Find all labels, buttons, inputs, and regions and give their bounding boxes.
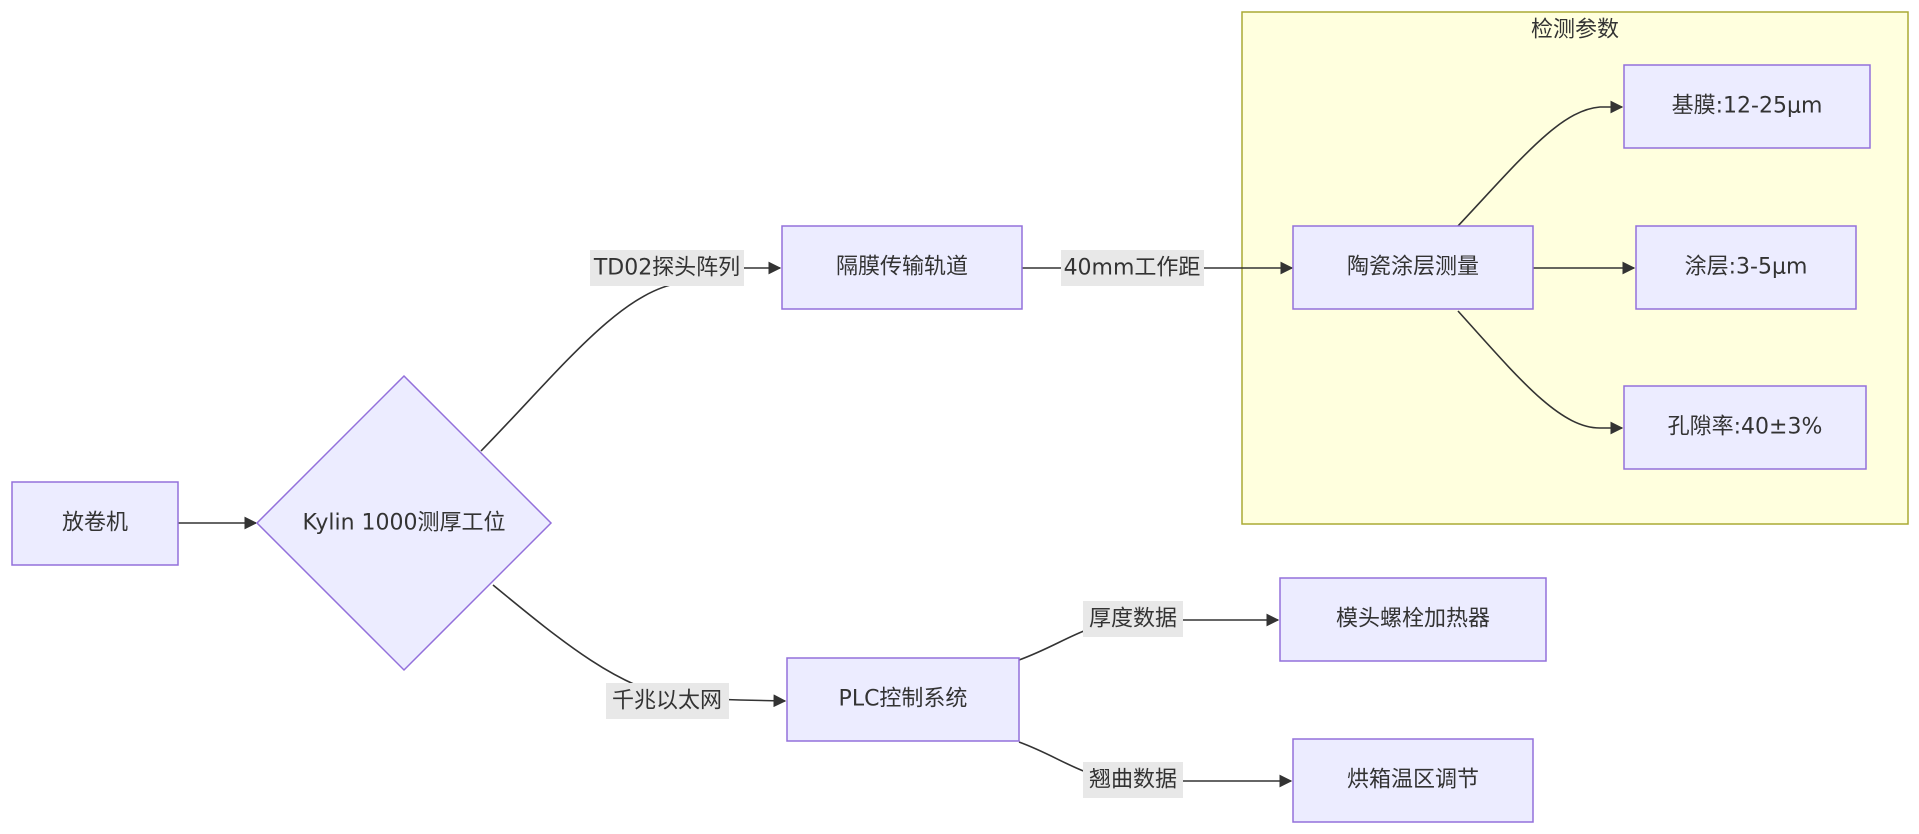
edge-label-warp-data: 翘曲数据 <box>1083 762 1183 798</box>
node-label: Kylin 1000测厚工位 <box>303 511 506 536</box>
node-label: 放卷机 <box>62 511 128 536</box>
node-label: 基膜:12-25μm <box>1672 94 1823 119</box>
svg-text:千兆以太网: 千兆以太网 <box>612 689 722 714</box>
edge-label-probe-array: TD02探头阵列 <box>590 250 744 286</box>
edge-ceramic-basefilm <box>1457 100 1624 227</box>
node-unwinder[interactable]: 放卷机 <box>11 481 179 566</box>
node-porosity[interactable]: 孔隙率:40±3% <box>1623 385 1867 470</box>
edge-station-track <box>480 261 782 452</box>
svg-text:厚度数据: 厚度数据 <box>1089 607 1177 632</box>
node-base-film[interactable]: 基膜:12-25μm <box>1623 64 1871 149</box>
node-label: 模头螺栓加热器 <box>1336 607 1490 632</box>
node-label: 烘箱温区调节 <box>1347 768 1479 793</box>
node-station-decision[interactable]: Kylin 1000测厚工位 <box>255 374 553 672</box>
node-track[interactable]: 隔膜传输轨道 <box>781 225 1023 310</box>
node-label: 陶瓷涂层测量 <box>1347 255 1479 280</box>
node-die-bolt-heater[interactable]: 模头螺栓加热器 <box>1279 577 1547 662</box>
node-oven-zone[interactable]: 烘箱温区调节 <box>1292 738 1534 823</box>
edge-labels: TD02探头阵列 千兆以太网 40mm工作距 厚度数据 翘曲数据 <box>590 250 1204 798</box>
edge-label-thickness-data: 厚度数据 <box>1083 601 1183 637</box>
edge-label-gigabit: 千兆以太网 <box>606 683 729 719</box>
cluster-title: 检测参数 <box>1531 18 1619 43</box>
node-label: 孔隙率:40±3% <box>1668 415 1823 440</box>
svg-text:TD02探头阵列: TD02探头阵列 <box>593 256 740 281</box>
edge-label-work-distance: 40mm工作距 <box>1061 250 1204 286</box>
svg-text:翘曲数据: 翘曲数据 <box>1089 768 1177 793</box>
edge-ceramic-porosity <box>1457 310 1624 435</box>
node-plc[interactable]: PLC控制系统 <box>786 657 1020 742</box>
node-coating[interactable]: 涂层:3-5μm <box>1635 225 1857 310</box>
node-label: PLC控制系统 <box>839 687 968 712</box>
node-ceramic[interactable]: 陶瓷涂层测量 <box>1292 225 1534 310</box>
node-label: 隔膜传输轨道 <box>836 255 968 280</box>
svg-text:40mm工作距: 40mm工作距 <box>1064 256 1201 281</box>
node-label: 涂层:3-5μm <box>1685 255 1808 280</box>
